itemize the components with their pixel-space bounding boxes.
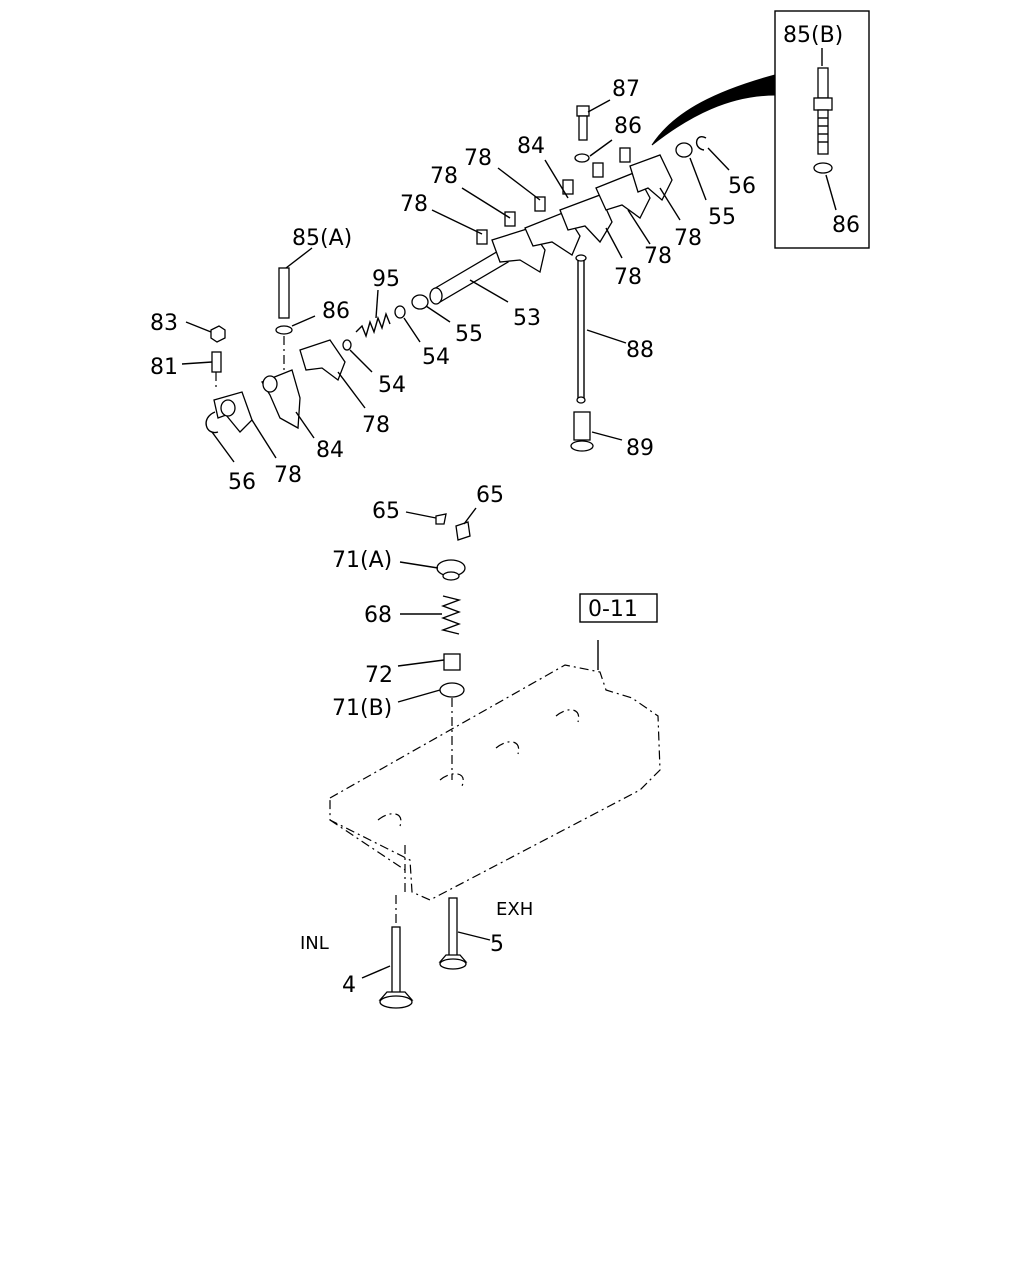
label-78-h: 78 [274,463,302,488]
valve-spring-parts [435,513,471,780]
label-83: 83 [150,311,178,336]
label-4: 4 [342,973,356,998]
rocker-shaft-assembly [205,105,707,434]
push-rod-tappet [570,254,594,452]
label-56-right: 56 [728,174,756,199]
label-78-b: 78 [430,164,458,189]
label-87: 87 [612,77,640,102]
label-78-d: 78 [674,226,702,251]
label-72: 72 [365,663,393,688]
label-71a: 71(A) [332,548,392,573]
label-81: 81 [150,355,178,380]
label-85a: 85(A) [292,226,352,251]
inset-85b: 85(B) 86 [651,10,870,249]
valves [378,897,468,1009]
label-78-a: 78 [464,146,492,171]
label-68: 68 [364,603,392,628]
label-54-a: 54 [422,345,450,370]
label-65-a: 65 [372,499,400,524]
label-65-b: 65 [476,483,504,508]
label-78-c: 78 [400,192,428,217]
leader-lines [181,99,730,979]
label-55-right: 55 [708,205,736,230]
label-exh: EXH [496,899,533,920]
reference-label: 0-11 [588,597,638,622]
label-89: 89 [626,436,654,461]
label-78-e: 78 [644,244,672,269]
label-55-mid: 55 [455,322,483,347]
cylinder-head [329,640,661,925]
label-95: 95 [372,267,400,292]
label-86-top: 86 [614,114,642,139]
inset-part: 86 [832,213,860,238]
label-5: 5 [490,932,504,957]
label-86-mid: 86 [322,299,350,324]
label-inl: INL [300,933,329,954]
label-84-bot: 84 [316,438,344,463]
part-labels: 87 86 84 78 78 78 56 55 78 78 78 85(A) 9… [150,77,756,998]
label-71b: 71(B) [332,696,392,721]
label-78-f: 78 [614,265,642,290]
label-54-b: 54 [378,373,406,398]
reference-box: 0-11 [579,593,658,623]
inset-title: 85(B) [783,23,843,48]
label-88: 88 [626,338,654,363]
label-78-g: 78 [362,413,390,438]
label-53: 53 [513,306,541,331]
label-84-top: 84 [517,134,545,159]
label-56-left: 56 [228,470,256,495]
